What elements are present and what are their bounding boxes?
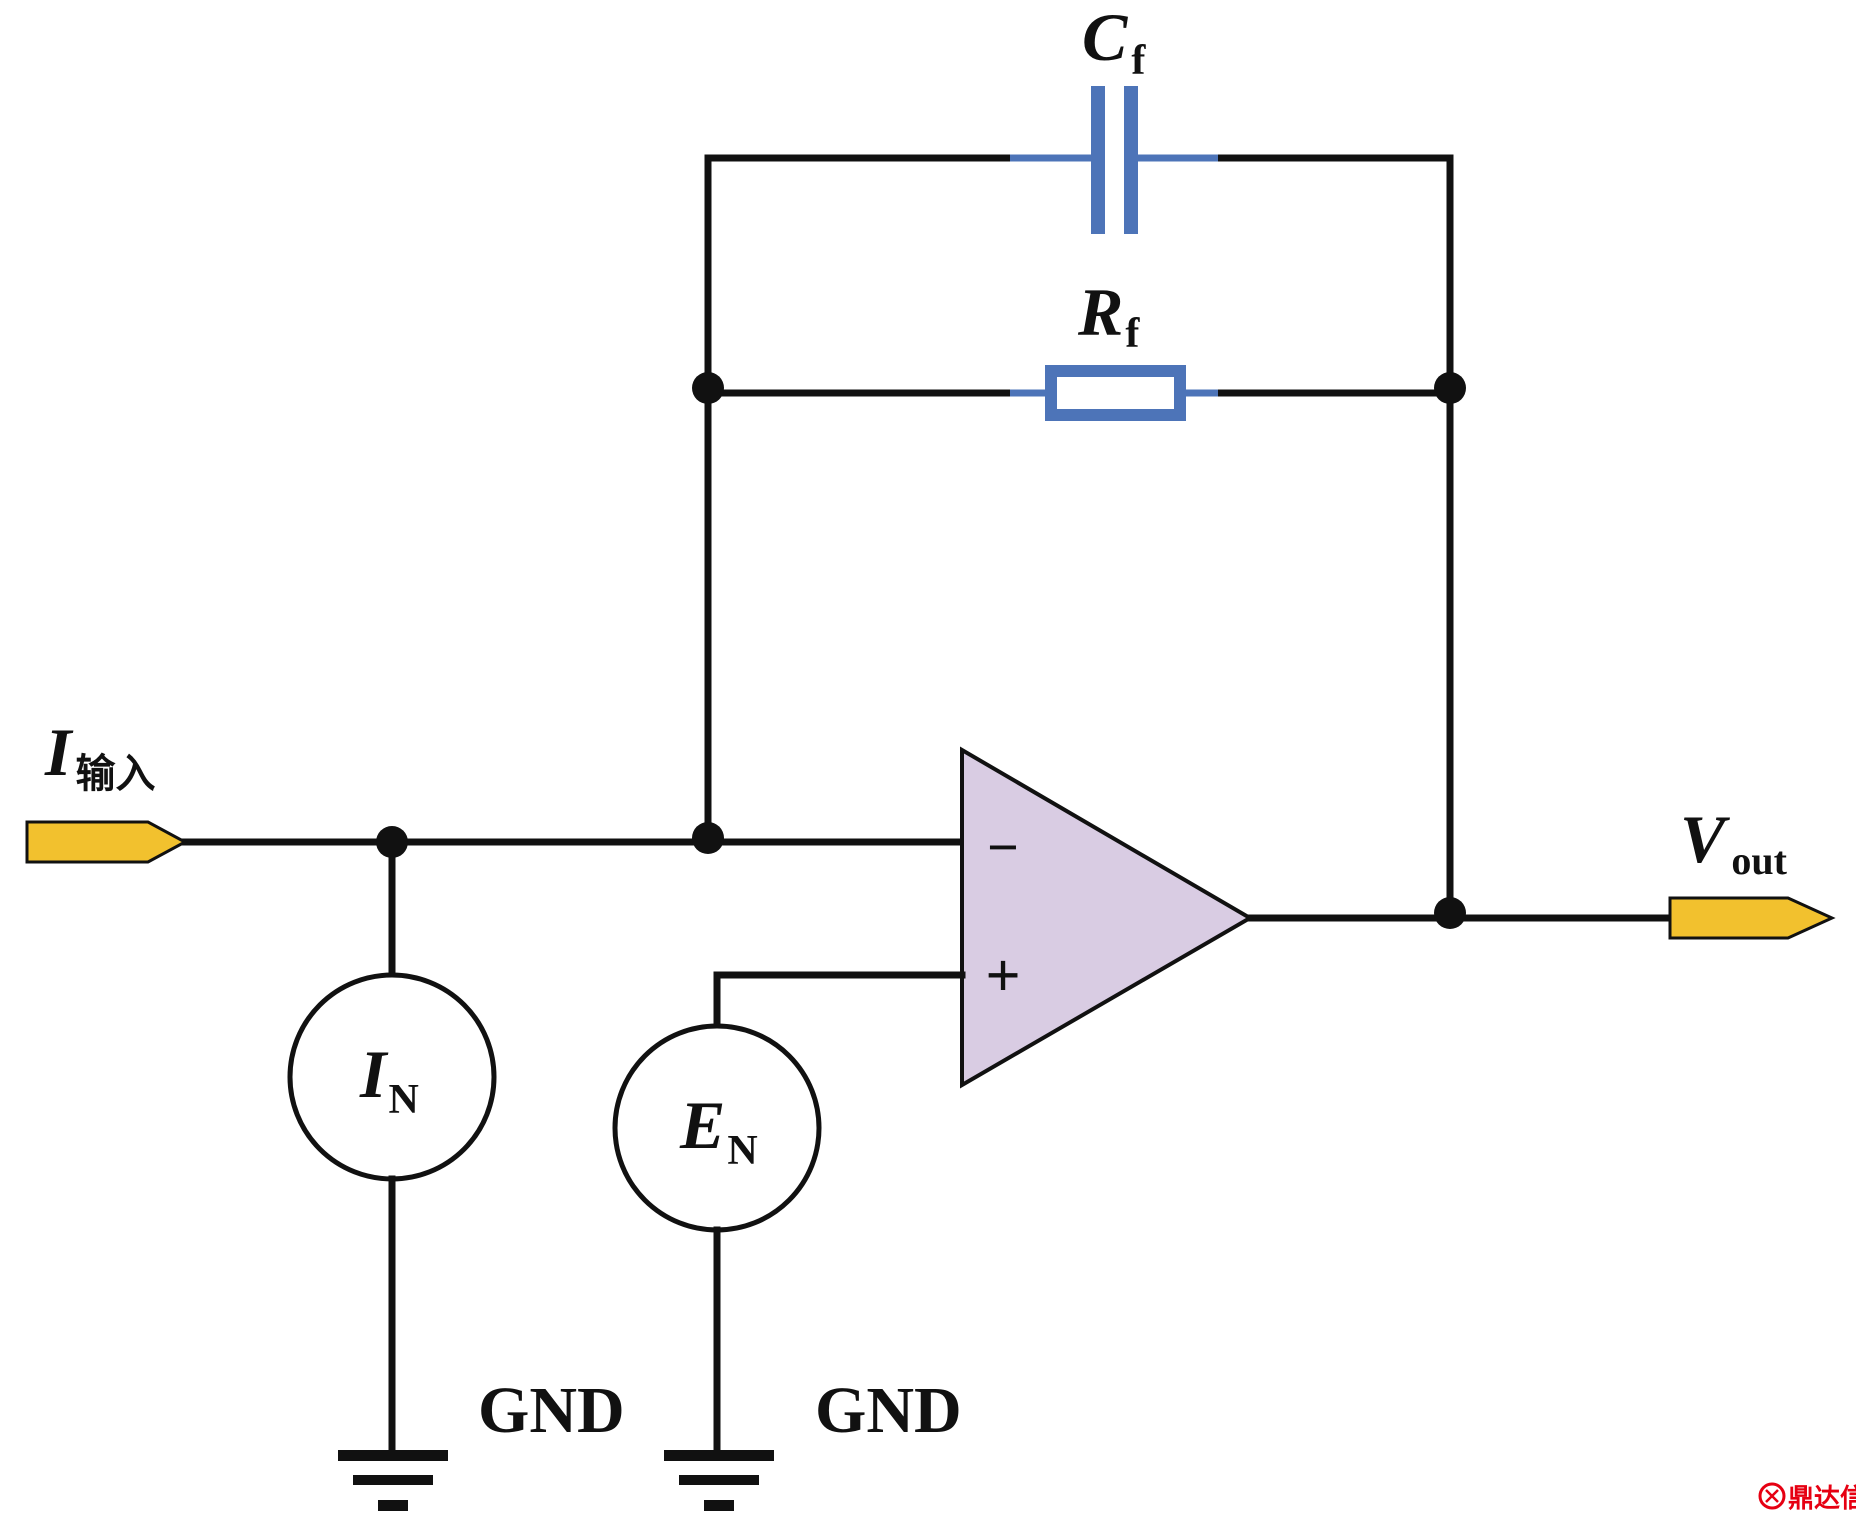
gnd-label-left: GND bbox=[478, 1374, 625, 1447]
cf-label: Cf bbox=[1082, 0, 1146, 84]
watermark-logo-icon bbox=[1758, 1482, 1786, 1510]
junction-dot-res-left bbox=[692, 372, 724, 404]
rf-label-main: R bbox=[1077, 274, 1123, 350]
rf-label: Rf bbox=[1077, 274, 1140, 357]
in-label: IN bbox=[359, 1036, 419, 1123]
junction-dot-res-right bbox=[1434, 372, 1466, 404]
junction-dot-input bbox=[376, 826, 408, 858]
gnd-label-right: GND bbox=[815, 1374, 962, 1447]
in-label-main: I bbox=[359, 1036, 389, 1112]
opamp-plus-sign: + bbox=[985, 942, 1020, 1010]
en-label: EN bbox=[679, 1087, 758, 1174]
wire-noninverting bbox=[713, 971, 966, 1030]
opamp-minus-sign: − bbox=[987, 817, 1019, 879]
input-port-flag bbox=[25, 820, 189, 864]
in-label-sub: N bbox=[388, 1077, 418, 1123]
vout-label-sub: out bbox=[1731, 838, 1787, 883]
cf-label-sub: f bbox=[1131, 38, 1146, 84]
junction-dot-inverting bbox=[692, 822, 724, 854]
watermark-logo-mark bbox=[1765, 1489, 1779, 1503]
wire-feedback-cap-left bbox=[704, 154, 1014, 849]
rf-label-sub: f bbox=[1125, 311, 1140, 357]
capacitor-cf bbox=[1010, 86, 1218, 234]
opamp-triangle bbox=[960, 746, 1254, 1089]
vout-label-main: V bbox=[1680, 801, 1730, 877]
junction-dot-output bbox=[1434, 897, 1466, 929]
ground-symbol-left bbox=[338, 1450, 448, 1511]
ground-symbol-right bbox=[664, 1450, 774, 1511]
cf-label-main: C bbox=[1082, 0, 1128, 75]
output-port-flag bbox=[1668, 896, 1836, 940]
resistor-rf bbox=[1010, 365, 1218, 421]
watermark-text: 鼎达信 bbox=[1788, 1484, 1856, 1514]
en-label-main: E bbox=[679, 1087, 725, 1163]
iin-label-sub: 输入 bbox=[75, 751, 155, 797]
iin-label-main: I bbox=[44, 714, 74, 790]
en-label-sub: N bbox=[727, 1128, 757, 1174]
wire-feedback-cap-right bbox=[1214, 154, 1454, 922]
watermark: 鼎达信 bbox=[1758, 1482, 1856, 1514]
